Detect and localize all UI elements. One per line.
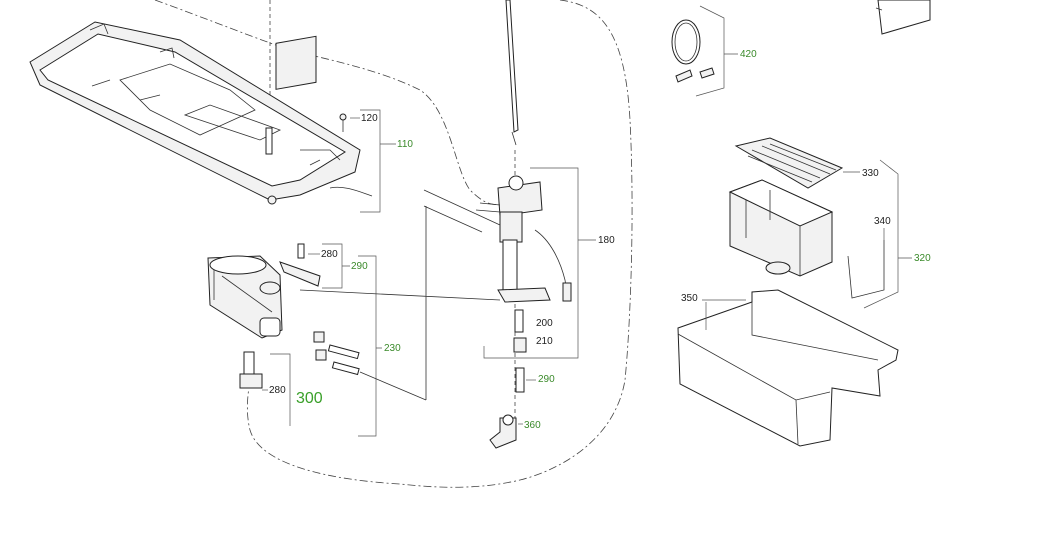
callout-110: 110: [397, 139, 413, 150]
screw-120: [339, 113, 347, 132]
callout-290-center: 290: [538, 374, 555, 385]
nut-210: [513, 337, 527, 353]
valve-pin-200: [514, 309, 524, 333]
elbow-fitting-360: [489, 414, 517, 449]
bracket-110: [360, 109, 396, 213]
screws-420: [675, 67, 715, 83]
gas-valve-assembly: [475, 175, 572, 303]
fittings-230: [313, 331, 360, 376]
callout-290-left: 290: [351, 261, 368, 272]
callout-340: 340: [874, 216, 891, 227]
callout-320: 320: [914, 253, 931, 264]
side-panel: [875, 0, 931, 35]
thermo-probe-rod: [505, 0, 519, 146]
callout-300: 300: [296, 390, 323, 407]
thermocouple-280-bottom: [239, 351, 263, 389]
callout-200: 200: [536, 318, 553, 329]
callout-280-top: 280: [321, 249, 338, 260]
burner-body: [207, 255, 283, 339]
basket-320: [728, 179, 834, 277]
leader-350: [702, 299, 746, 330]
bracket-420: [695, 5, 738, 97]
fitting-290-center: [515, 367, 525, 393]
o-ring-420: [671, 19, 701, 65]
callout-420: 420: [740, 49, 757, 60]
bracket-300: [270, 353, 291, 426]
bracket-320: [863, 159, 912, 309]
bracket-230: [358, 255, 382, 437]
bracket-180: [483, 167, 596, 359]
callout-120: 120: [361, 113, 378, 124]
grate-330: [734, 137, 844, 189]
callout-280-bottom: 280: [269, 385, 286, 396]
callout-210: 210: [536, 336, 553, 347]
callout-350: 350: [681, 293, 698, 304]
bracket-290a: [322, 243, 350, 289]
igniter-280-top: [279, 243, 321, 287]
assembly-boundary-line: [154, 0, 633, 488]
clip-340: [847, 240, 885, 299]
exploded-guide-lines: [299, 189, 501, 401]
callout-330: 330: [862, 168, 879, 179]
wire-harness: [329, 186, 373, 197]
callout-360: 360: [524, 420, 541, 431]
housing-base-plate: [29, 21, 361, 205]
callout-180: 180: [598, 235, 615, 246]
callout-230: 230: [384, 343, 401, 354]
tray-350: [677, 289, 899, 447]
